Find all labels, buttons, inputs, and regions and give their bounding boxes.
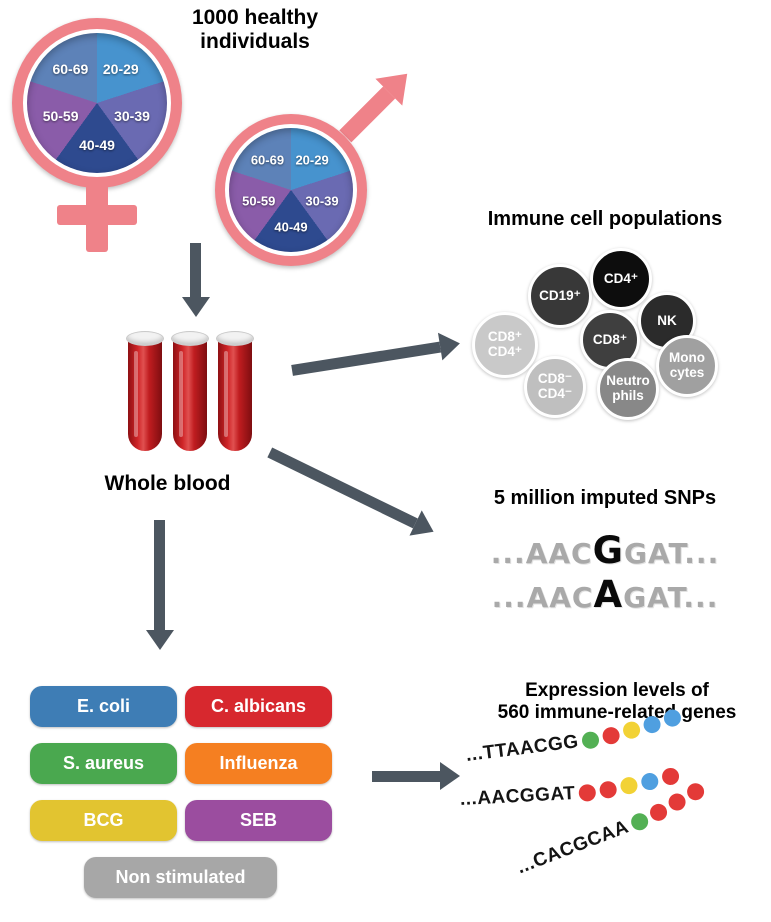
age-label-60-69: 60-69	[52, 61, 89, 78]
tube-highlight	[224, 351, 228, 437]
snp-flank-right: GAT...	[623, 581, 719, 614]
stimulus-non-stimulated: Non stimulated	[84, 857, 277, 898]
stimulus-bcg: BCG	[30, 800, 177, 841]
age-label-50-59: 50-59	[242, 193, 276, 209]
gene-read-2: ...AACGGAT	[459, 766, 680, 811]
expression-dot	[581, 730, 601, 750]
whole-blood-label: Whole blood	[104, 472, 231, 495]
expression-dot	[628, 810, 651, 833]
age-label-20-29: 20-29	[102, 61, 139, 78]
tube-rim	[171, 331, 209, 346]
expression-dot	[684, 780, 707, 803]
stimulus-e-coli: E. coli	[30, 686, 177, 727]
snp-flank-right: GAT...	[623, 537, 720, 570]
arrow-shaft	[267, 447, 419, 528]
arrow-blood-to-stimuli	[145, 520, 175, 650]
cell-circle-cd4: CD4⁺	[590, 248, 652, 310]
arrow-head	[146, 630, 174, 650]
expression-dot	[599, 780, 618, 799]
cell-circle-monocytes: Mono cytes	[656, 335, 718, 397]
arrow-blood-to-snps	[263, 439, 440, 546]
arrow-stimuli-to-expression	[372, 761, 460, 791]
tube-highlight	[134, 351, 138, 437]
expression-dot	[622, 720, 642, 740]
arrow-shaft	[372, 770, 440, 782]
read-sequence: ...AACGGAT	[459, 782, 576, 810]
read-sequence: ...TTAACGG	[464, 731, 580, 766]
blood-tube	[171, 331, 209, 453]
age-label-40-49: 40-49	[79, 137, 115, 153]
cell-circle-neutrophils: Neutro phils	[597, 358, 659, 420]
expression-dot	[578, 783, 597, 802]
male-arrow-shaft	[338, 86, 395, 143]
arrow-head	[440, 762, 460, 790]
blood-tube	[216, 331, 254, 453]
age-label-50-59: 50-59	[42, 107, 79, 124]
cell-circle-cd19: CD19⁺	[528, 264, 592, 328]
age-label-20-29: 20-29	[295, 152, 329, 168]
stimulus-seb: SEB	[185, 800, 332, 841]
expression-title: Expression levels of 560 immune-related …	[497, 680, 737, 723]
arrow-cohort-to-blood	[181, 243, 211, 317]
cohort-title: 1000 healthy individuals	[191, 6, 319, 54]
immune-cells-title: Immune cell populations	[487, 208, 723, 230]
expression-dot	[620, 776, 639, 795]
arrow-head	[437, 329, 463, 361]
tube-body	[128, 339, 162, 451]
snp-variant-letter: A	[593, 573, 624, 616]
snp-variant-letter: G	[592, 529, 624, 572]
age-label-60-69: 60-69	[250, 152, 285, 168]
expression-dot	[647, 800, 670, 823]
gene-read-1: ...TTAACGG	[464, 708, 684, 766]
age-label-40-49: 40-49	[274, 219, 308, 235]
stimulus-s-aureus: S. aureus	[30, 743, 177, 784]
snp-sequence-allele-g: ...AACGGAT...	[455, 532, 755, 569]
female-age-pie: 20-29 30-39 40-49 50-59 60-69	[27, 33, 167, 173]
tube-body	[173, 339, 207, 451]
expression-dot	[662, 766, 680, 785]
tube-rim	[126, 331, 164, 346]
cell-circle-cd8-cd4-double-negative: CD8⁻ CD4⁻	[524, 356, 586, 418]
age-label-30-39: 30-39	[305, 193, 339, 209]
stimulus-c-albicans: C. albicans	[185, 686, 332, 727]
snp-sequence-allele-a: ...AACAGAT...	[455, 576, 755, 613]
tube-highlight	[179, 351, 183, 437]
snps-title: 5 million imputed SNPs	[493, 487, 717, 509]
expression-dot	[601, 725, 621, 745]
blood-tube	[126, 331, 164, 453]
stimulus-influenza: Influenza	[185, 743, 332, 784]
arrow-head	[182, 297, 210, 317]
snp-flank-left: ...AAC	[491, 581, 594, 614]
age-label-30-39: 30-39	[114, 107, 150, 124]
female-cross-horizontal-bar	[57, 205, 137, 225]
arrow-blood-to-cells	[290, 329, 463, 385]
male-age-pie: 20-29 30-39 40-49 50-59 60-69	[229, 128, 353, 252]
arrow-shaft	[190, 243, 202, 297]
arrow-shaft	[154, 520, 166, 630]
tube-body	[218, 339, 252, 451]
arrow-shaft	[291, 341, 442, 376]
cell-circle-cd8-cd4-double-positive: CD8⁺ CD4⁺	[472, 312, 538, 378]
snp-flank-left: ...AAC	[490, 537, 593, 570]
read-sequence: ...CACGCAA	[514, 816, 632, 879]
tube-rim	[216, 331, 254, 346]
expression-dot	[641, 772, 660, 790]
